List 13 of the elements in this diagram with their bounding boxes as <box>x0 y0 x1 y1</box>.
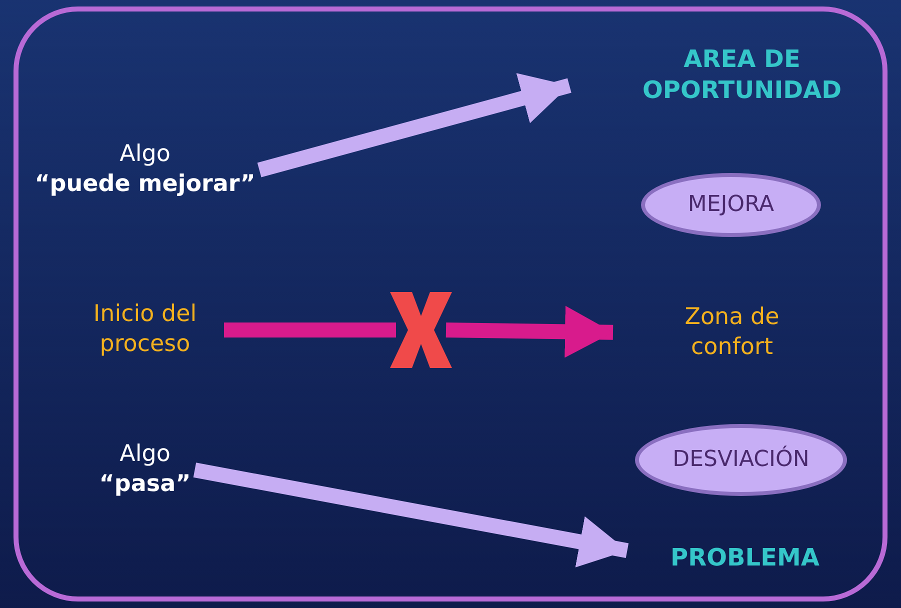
arrow <box>257 73 572 178</box>
label-text: Zona de confort <box>684 303 780 362</box>
ellipse-label: DESVIACIÓN <box>635 424 847 496</box>
label-text: Inicio del proceso <box>92 300 198 359</box>
arrow <box>446 306 614 358</box>
label-text: “puede mejorar” <box>34 170 256 199</box>
ellipse-label: MEJORA <box>641 173 821 237</box>
label-text: Algo <box>118 440 172 470</box>
label-text: Algo <box>118 140 172 170</box>
arrow <box>193 462 629 568</box>
label-text: PROBLEMA <box>670 542 820 574</box>
label-text: AREA DE OPORTUNIDAD <box>641 44 843 106</box>
label-text: “pasa” <box>99 470 191 499</box>
